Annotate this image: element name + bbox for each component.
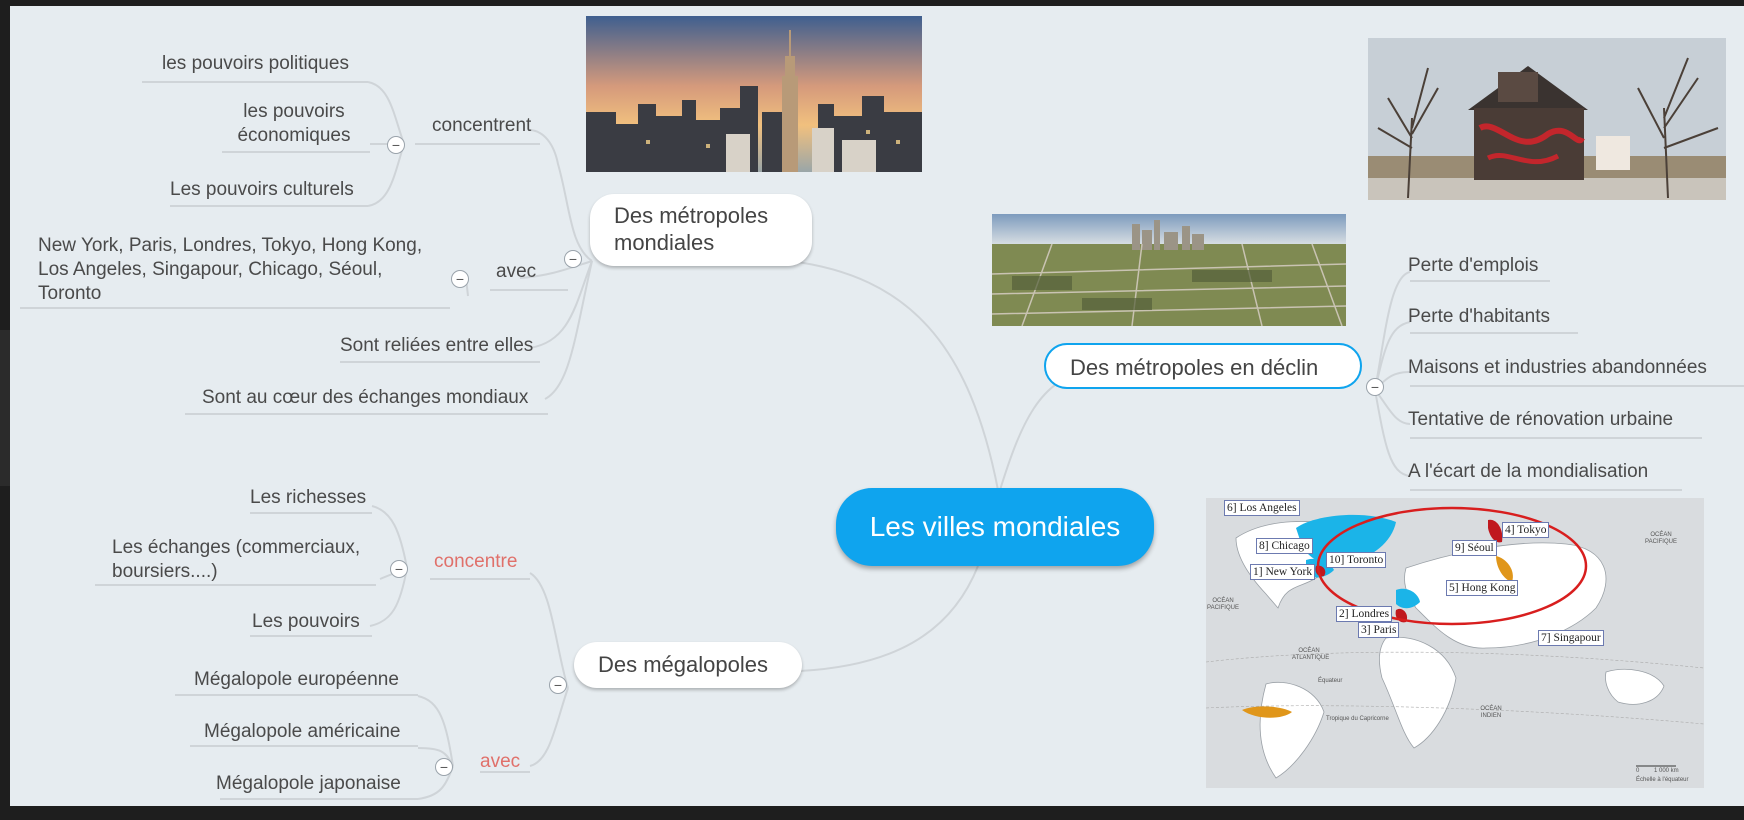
map-ocean-pacifique-east: OCÉAN PACIFIQUE (1645, 532, 1677, 545)
item-maisons-industries: Maisons et industries abandonnées (1408, 357, 1707, 378)
collapse-declin-toggle[interactable]: − (1366, 378, 1384, 396)
map-label-tokyo: 4] Tokyo (1502, 522, 1550, 538)
collapse-concentrent-toggle[interactable]: − (387, 136, 405, 154)
map-ocean-pacifique-west: OCÉAN PACIFIQUE (1207, 598, 1239, 611)
collapse-avec-villes-toggle[interactable]: − (451, 270, 469, 288)
map-label-singapour: 7] Singapour (1538, 630, 1604, 646)
topic-metropoles-declin-label: Des métropoles en déclin (1070, 355, 1319, 380)
relation-avec-villes: avec (496, 261, 537, 282)
map-ocean-indien: OCÉAN INDIEN (1480, 706, 1502, 719)
collapse-avec-megalopoles-toggle[interactable]: − (435, 758, 453, 776)
topic-metropoles-mondiales-label: Des métropoles mondiales (614, 203, 769, 255)
relation-concentrent: concentrent (432, 115, 532, 136)
item-megalopole-japonaise: Mégalopole japonaise (216, 773, 401, 794)
relation-avec-megalopoles: avec (480, 751, 521, 772)
mindmap-canvas: Des métropoles mondiales concentrent les… (10, 6, 1744, 806)
item-reliees-entre-elles: Sont reliées entre elles (340, 335, 534, 356)
central-topic[interactable]: Les villes mondiales (836, 488, 1154, 566)
collapse-metropoles-mondiales-toggle[interactable]: − (564, 250, 582, 268)
collapse-megalopoles-toggle[interactable]: − (549, 676, 567, 694)
photo-ville-aerienne (992, 214, 1346, 326)
map-scale-distance: 1 000 km (1654, 768, 1679, 774)
photo-skyline-new-york (586, 16, 922, 172)
item-perte-habitants: Perte d'habitants (1408, 306, 1550, 327)
central-topic-label: Les villes mondiales (869, 511, 1121, 542)
map-label-hong-kong: 5] Hong Kong (1446, 580, 1519, 596)
item-pouvoirs: Les pouvoirs (252, 611, 360, 632)
map-label-toronto: 10] Toronto (1326, 552, 1387, 568)
item-ecart-mondialisation: A l'écart de la mondialisation (1408, 461, 1649, 482)
map-line-equateur: Équateur (1318, 678, 1343, 684)
map-line-capricorne: Tropique du Capricorne (1326, 716, 1389, 722)
item-renovation-urbaine: Tentative de rénovation urbaine (1408, 409, 1674, 430)
topic-megalopoles-label: Des mégalopoles (598, 652, 768, 677)
map-scale-caption: Échelle à l'équateur (1636, 777, 1689, 783)
photo-maison-abandonnee (1368, 38, 1726, 200)
map-label-new-york: 1] New York (1250, 564, 1316, 580)
map-ocean-atlantique: OCÉAN ATLANTIQUE (1292, 648, 1330, 661)
item-echanges-commerciaux: Les échanges (commerciaux, boursiers....… (112, 537, 361, 582)
item-perte-emplois: Perte d'emplois (1408, 255, 1539, 276)
map-label-londres: 2] Londres (1336, 606, 1393, 622)
item-pouvoirs-politiques: les pouvoirs politiques (162, 53, 349, 74)
item-megalopole-americaine: Mégalopole américaine (204, 721, 401, 742)
topic-metropoles-declin[interactable]: Des métropoles en déclin (1044, 343, 1362, 389)
item-pouvoirs-economiques: les pouvoirs économiques (237, 101, 351, 146)
topic-megalopoles[interactable]: Des mégalopoles (574, 642, 802, 688)
map-label-chicago: 8] Chicago (1256, 538, 1313, 554)
item-coeur-echanges: Sont au cœur des échanges mondiaux (202, 387, 529, 408)
map-label-paris: 3] Paris (1358, 622, 1400, 638)
carte-villes-mondiales: 6] Los Angeles 8] Chicago 1] New York 10… (1206, 498, 1704, 788)
map-scale-zero: 0 (1636, 768, 1640, 774)
item-megalopole-europeenne: Mégalopole européenne (194, 669, 399, 690)
topic-metropoles-mondiales[interactable]: Des métropoles mondiales (590, 194, 812, 266)
map-label-los-angeles: 6] Los Angeles (1224, 500, 1300, 516)
item-richesses: Les richesses (250, 487, 367, 508)
item-liste-villes: New York, Paris, Londres, Tokyo, Hong Ko… (38, 235, 423, 304)
item-pouvoirs-culturels: Les pouvoirs culturels (170, 179, 354, 200)
collapse-concentre-toggle[interactable]: − (390, 560, 408, 578)
map-label-seoul: 9] Séoul (1452, 540, 1497, 556)
relation-concentre: concentre (434, 551, 518, 572)
